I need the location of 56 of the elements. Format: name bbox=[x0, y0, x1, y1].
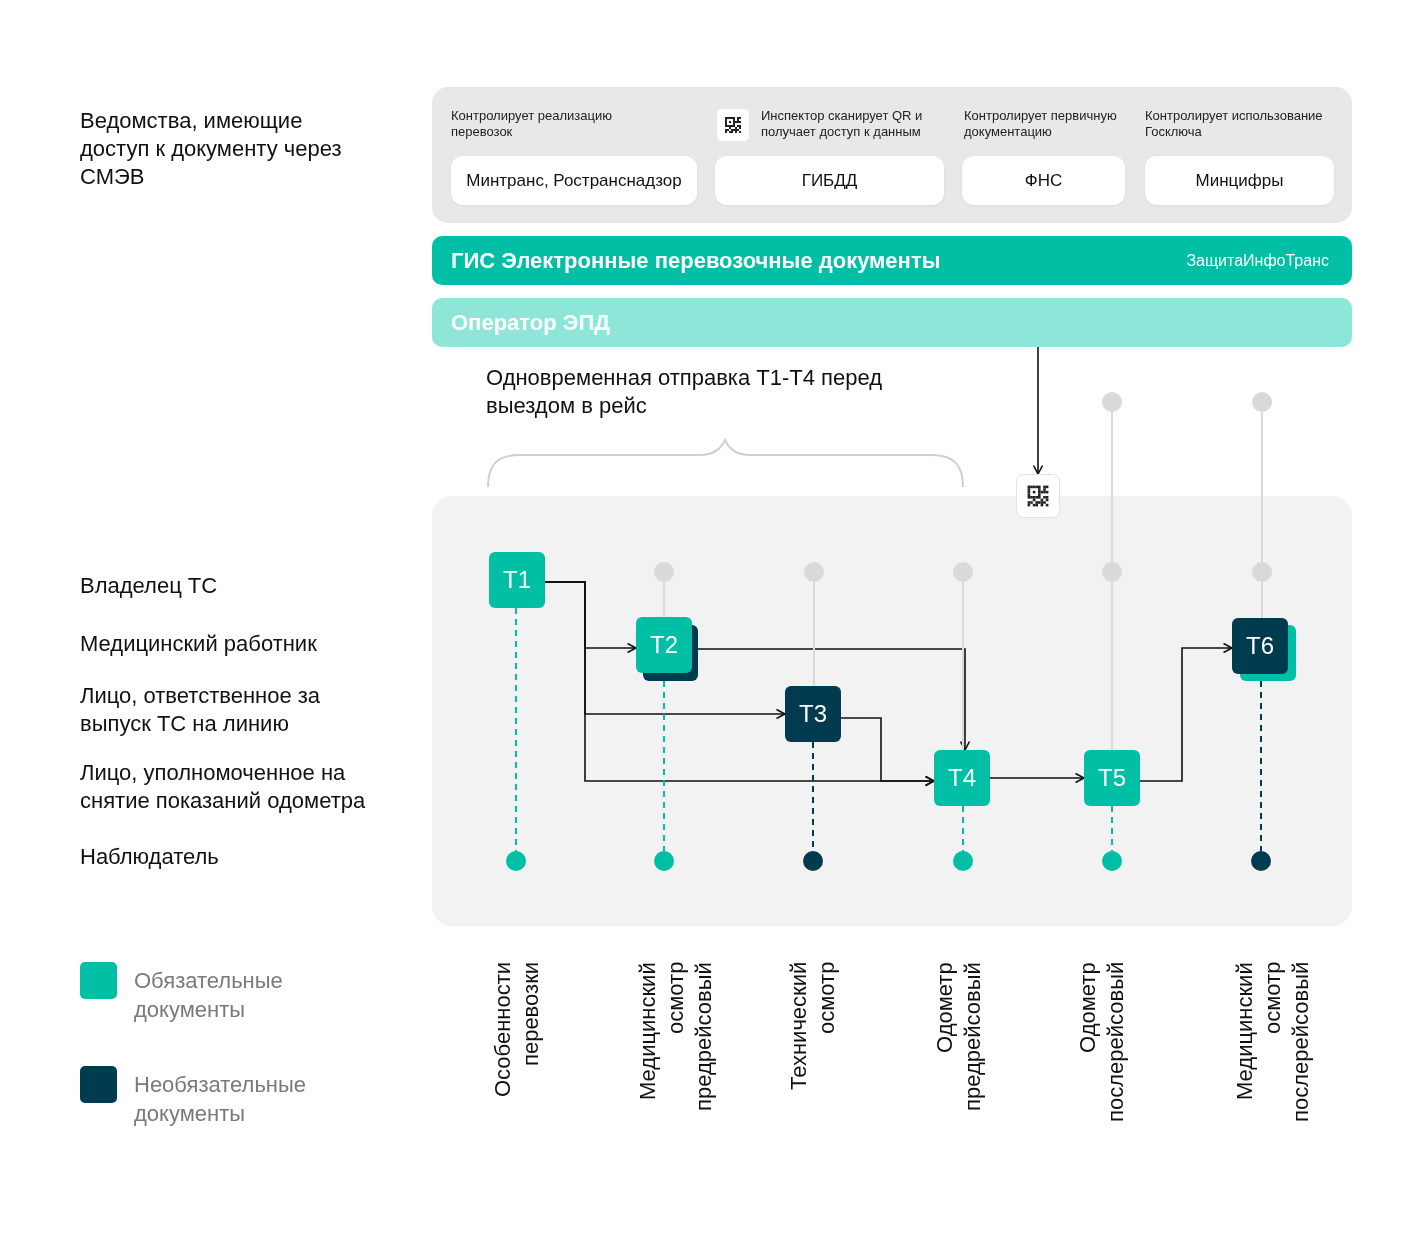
arrow bbox=[840, 717, 935, 787]
dashed-line bbox=[515, 607, 517, 852]
status-dot bbox=[506, 851, 526, 871]
band-subtitle: ЗащитаИнфоТранс bbox=[1186, 251, 1329, 270]
connector-line bbox=[962, 581, 964, 751]
connector-dot bbox=[1252, 392, 1272, 412]
duty-label: Инспектор сканирует QR и получает доступ к данным bbox=[761, 108, 924, 140]
document-tile: T1 bbox=[489, 552, 545, 608]
agency-box: Минтранс, Ространснадзор bbox=[451, 156, 697, 205]
connector-dot bbox=[804, 562, 824, 582]
row-label: Лицо, ответственное за выпуск ТС на линию bbox=[80, 682, 322, 738]
dashed-line bbox=[1111, 805, 1113, 852]
connector-dot bbox=[953, 562, 973, 582]
row-label: Владелец ТС bbox=[80, 572, 219, 600]
connector-dot bbox=[1252, 562, 1272, 582]
connector-line bbox=[1111, 411, 1113, 563]
arrow bbox=[1139, 642, 1233, 782]
duty-label: Контролирует использование Госключа bbox=[1145, 108, 1324, 140]
connector-dot bbox=[1102, 562, 1122, 582]
panel bbox=[432, 87, 1352, 223]
duty-label: Контролирует реализацию перевозок bbox=[451, 108, 613, 140]
row-label: Медицинский работник bbox=[80, 630, 318, 658]
operator-band: Оператор ЭПД bbox=[432, 298, 1352, 347]
agency-box: Минцифры bbox=[1145, 156, 1334, 205]
document-tile: T4 bbox=[934, 750, 990, 806]
panel bbox=[432, 496, 1352, 926]
connector-dot bbox=[654, 562, 674, 582]
status-dot bbox=[1251, 851, 1271, 871]
arrow bbox=[697, 648, 971, 751]
legend-label: Необязательные документы bbox=[134, 1071, 308, 1128]
row-label: Лицо, уполномоченное на снятие показаний одометра bbox=[80, 759, 367, 815]
document-tile: T3 bbox=[785, 686, 841, 742]
agency-box: ГИБДД bbox=[715, 156, 944, 205]
arrow bbox=[989, 772, 1085, 784]
agency-box: ФНС bbox=[962, 156, 1125, 205]
row-label: Наблюдатель bbox=[80, 843, 220, 871]
status-dot bbox=[1102, 851, 1122, 871]
duty-label: Контролирует первичную документацию bbox=[964, 108, 1118, 140]
dashed-line bbox=[663, 680, 665, 852]
connector-line bbox=[1261, 411, 1263, 563]
column-label: Особенности перевозки bbox=[489, 962, 544, 1100]
column-label: Технический осмотр bbox=[785, 962, 840, 1093]
heading: Ведомства, имеющие доступ к документу через СМЭВ bbox=[80, 107, 342, 191]
note: Одновременная отправка T1-T4 перед выездом в рейс bbox=[486, 364, 884, 420]
status-dot bbox=[654, 851, 674, 871]
document-tile: T5 bbox=[1084, 750, 1140, 806]
dashed-line bbox=[962, 805, 964, 852]
connector-dot bbox=[1102, 392, 1122, 412]
legend-label: Обязательные документы bbox=[134, 967, 284, 1024]
arrow bbox=[1032, 346, 1044, 475]
system-band bbox=[432, 236, 1352, 285]
status-dot bbox=[803, 851, 823, 871]
status-dot bbox=[953, 851, 973, 871]
qr-code-icon bbox=[1016, 474, 1060, 518]
dashed-line bbox=[1260, 680, 1262, 852]
band-title: ГИС Электронные перевозочные документы bbox=[451, 247, 941, 274]
